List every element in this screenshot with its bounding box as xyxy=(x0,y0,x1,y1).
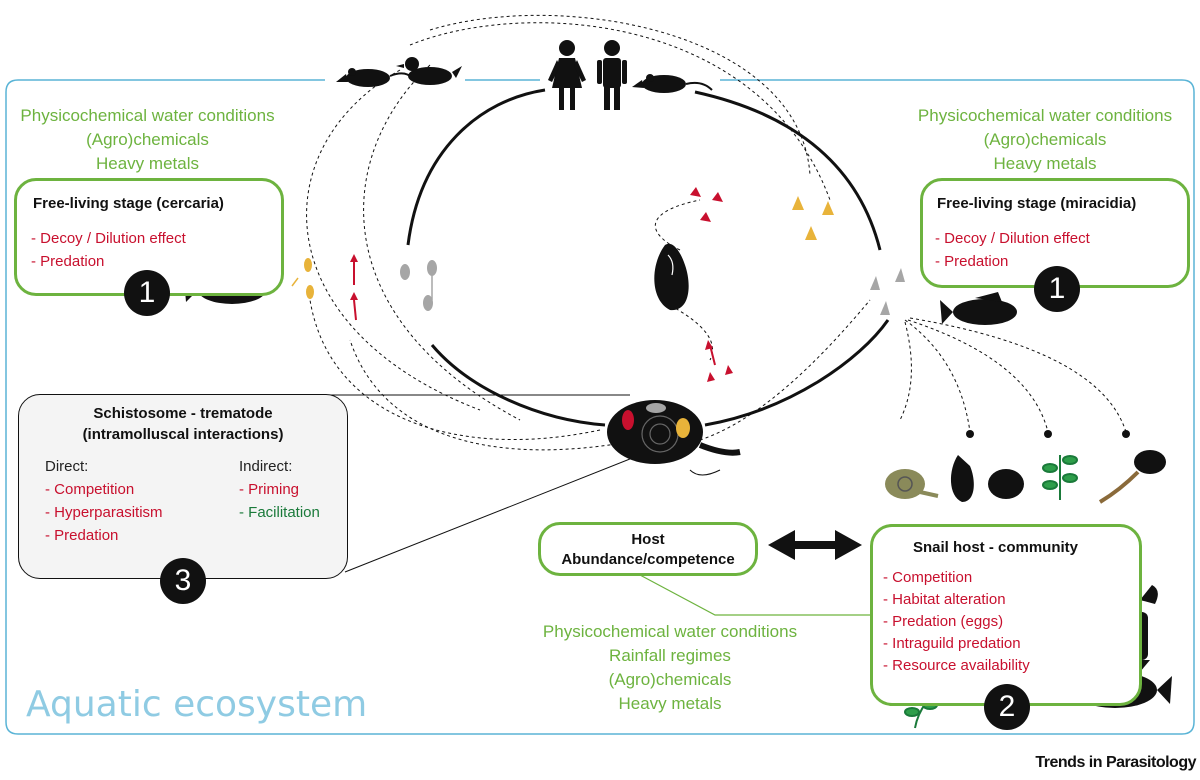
box-title: Snail host - community xyxy=(913,539,1079,556)
indirect-interactions: Indirect: - Priming - Facilitation xyxy=(239,455,320,524)
infected-snail-icon xyxy=(607,400,741,476)
bottom-factors: Physicochemical water conditions Rainfal… xyxy=(525,620,815,716)
plant-icon xyxy=(1042,455,1078,500)
tadpole-icon xyxy=(1098,450,1166,504)
number-badge: 2 xyxy=(984,684,1030,730)
box-title: Free-living stage (cercaria) xyxy=(33,195,224,212)
box-title-line: (intramolluscal interactions) xyxy=(82,426,284,443)
list-item: - Hyperparasitism xyxy=(45,504,163,521)
list-item: - Predation xyxy=(45,527,119,544)
snail-icon xyxy=(654,243,689,311)
factor-text: Heavy metals xyxy=(618,694,722,713)
box-items: - Decoy / Dilution effect - Predation xyxy=(31,227,186,273)
community-box: Snail host - community - Competition - H… xyxy=(870,524,1142,706)
fish-icon xyxy=(940,292,1017,325)
right-factors: Physicochemical water conditions (Agro)c… xyxy=(900,104,1190,176)
lifecycle-arc-bottom-left xyxy=(430,344,606,427)
left-factors: Physicochemical water conditions (Agro)c… xyxy=(10,104,285,176)
intramolluscan-box: Schistosome - trematode (intramolluscal … xyxy=(18,394,348,579)
list-item: - Intraguild predation xyxy=(883,635,1021,652)
list-item: - Decoy / Dilution effect xyxy=(31,230,186,247)
human-female-icon xyxy=(548,40,586,110)
snail-icon xyxy=(885,469,939,499)
human-male-icon xyxy=(597,40,627,110)
box-title: Free-living stage (miracidia) xyxy=(937,195,1137,212)
host-line: Host xyxy=(631,531,665,548)
direct-interactions: Direct: - Competition - Hyperparasitism … xyxy=(45,455,163,547)
snail-icon xyxy=(988,469,1024,499)
number-badge: 1 xyxy=(124,270,170,316)
transmission-dotted-lines xyxy=(306,14,1127,451)
cercaria-icon xyxy=(350,254,358,321)
ecosystem-border xyxy=(5,79,1195,735)
number-badge: 3 xyxy=(160,558,206,604)
list-item: - Facilitation xyxy=(239,504,320,521)
cercaria-icon xyxy=(400,260,437,311)
list-item: - Competition xyxy=(883,569,973,586)
factor-text: (Agro)chemicals xyxy=(86,130,209,149)
box-items: - Competition - Habitat alteration - Pre… xyxy=(883,567,1030,677)
host-box: Host Abundance/competence xyxy=(538,522,758,576)
factor-text: Physicochemical water conditions xyxy=(917,106,1173,125)
rat-icon xyxy=(336,68,413,87)
lifecycle-arc-bottom-right xyxy=(704,319,890,427)
box-title-line: Schistosome - trematode xyxy=(93,405,273,422)
factor-text: Rainfall regimes xyxy=(609,646,731,665)
number-badge: 1 xyxy=(1034,266,1080,312)
publisher-credit: Trends in Parasitology xyxy=(1035,754,1196,771)
list-item: - Decoy / Dilution effect xyxy=(935,230,1090,247)
list-item: - Predation xyxy=(31,253,105,270)
factor-text: Heavy metals xyxy=(96,154,199,173)
cercaria-icon xyxy=(690,187,723,222)
factor-text: (Agro)chemicals xyxy=(608,670,732,689)
cercaria-icon xyxy=(792,196,834,240)
indirect-label: Indirect: xyxy=(239,458,293,475)
duck-icon xyxy=(396,57,462,85)
ecosystem-label: Aquatic ecosystem xyxy=(26,684,368,725)
direct-label: Direct: xyxy=(45,458,89,475)
bidirectional-arrow-icon xyxy=(768,530,862,560)
factor-text: Physicochemical water conditions xyxy=(20,106,275,125)
list-item: - Habitat alteration xyxy=(883,591,1006,608)
list-item: - Predation xyxy=(935,253,1009,270)
box-title: Schistosome - trematode (intramolluscal … xyxy=(19,405,347,443)
list-item: - Predation (eggs) xyxy=(883,613,1004,630)
lifecycle-arc-right xyxy=(694,90,882,251)
box-items: - Decoy / Dilution effect - Predation xyxy=(935,227,1090,273)
factor-text: (Agro)chemicals xyxy=(983,130,1107,149)
cercaria-icon xyxy=(705,340,733,382)
lifecycle-arc-left xyxy=(406,88,546,246)
miracidia-box: Free-living stage (miracidia) - Decoy / … xyxy=(920,178,1190,288)
list-item: - Competition xyxy=(45,481,135,498)
rat-icon xyxy=(632,74,713,93)
host-line: Abundance/competence xyxy=(561,551,735,568)
miracidium-icon xyxy=(870,268,905,315)
factor-text: Heavy metals xyxy=(993,154,1097,173)
snail-icon xyxy=(950,455,974,502)
list-item: - Priming xyxy=(239,481,300,498)
cercaria-icon xyxy=(291,258,314,299)
factor-text: Physicochemical water conditions xyxy=(542,622,798,641)
list-item: - Resource availability xyxy=(883,657,1030,674)
